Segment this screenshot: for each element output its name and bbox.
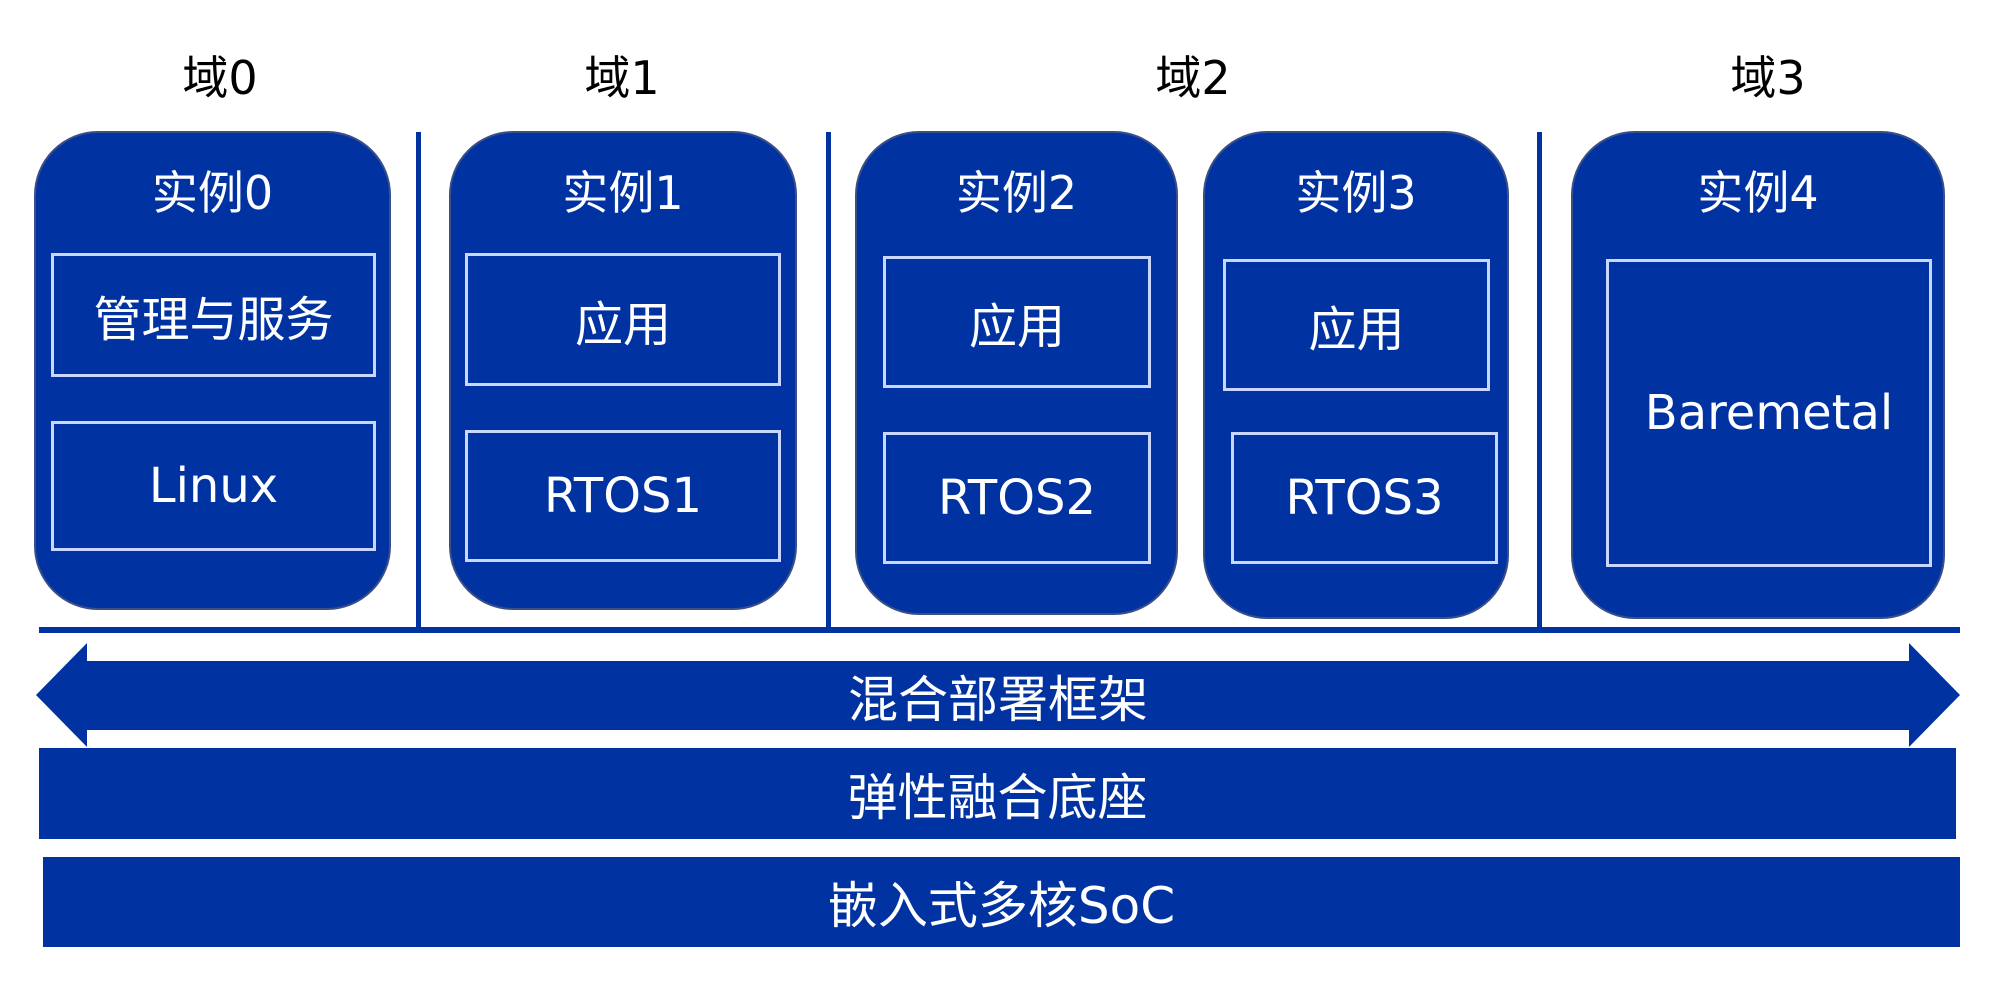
- soc-band: 嵌入式多核SoC: [43, 857, 1960, 947]
- double-arrow-shape: [36, 643, 1960, 747]
- layer-box-app: 应用: [465, 253, 781, 386]
- layer-box-management: 管理与服务: [51, 253, 376, 377]
- layer-box-baremetal: Baremetal: [1606, 259, 1932, 567]
- layer-box-os: Linux: [51, 421, 376, 551]
- domain-divider: [1537, 132, 1542, 629]
- instance-card-4: 实例4 Baremetal: [1571, 131, 1945, 619]
- instance-card-2: 实例2 应用 RTOS2: [855, 131, 1178, 615]
- domain-label-3: 域3: [1730, 51, 1806, 105]
- instance-title: 实例2: [955, 166, 1078, 220]
- layer-box-os: RTOS1: [465, 430, 781, 562]
- layer-box-os: RTOS2: [883, 432, 1151, 564]
- framework-double-arrow: [36, 643, 1960, 747]
- layer-box-os: RTOS3: [1231, 432, 1498, 564]
- layer-box-app: 应用: [883, 256, 1151, 388]
- separator-line: [39, 627, 1960, 633]
- elastic-base-band: 弹性融合底座: [39, 748, 1956, 839]
- instance-title: 实例4: [1697, 166, 1819, 220]
- domain-label-2: 域2: [1155, 51, 1231, 105]
- domain-divider: [826, 132, 831, 629]
- framework-label: 混合部署框架: [848, 670, 1148, 729]
- instance-title: 实例3: [1295, 166, 1417, 220]
- instance-title: 实例0: [151, 166, 274, 220]
- instance-title: 实例1: [562, 166, 684, 220]
- domain-divider: [416, 132, 421, 629]
- instance-card-0: 实例0 管理与服务 Linux: [34, 131, 391, 610]
- domain-label-0: 域0: [182, 51, 258, 105]
- instance-card-3: 实例3 应用 RTOS3: [1203, 131, 1509, 619]
- layer-box-app: 应用: [1223, 259, 1490, 391]
- instance-card-1: 实例1 应用 RTOS1: [449, 131, 797, 610]
- domain-label-1: 域1: [584, 51, 660, 105]
